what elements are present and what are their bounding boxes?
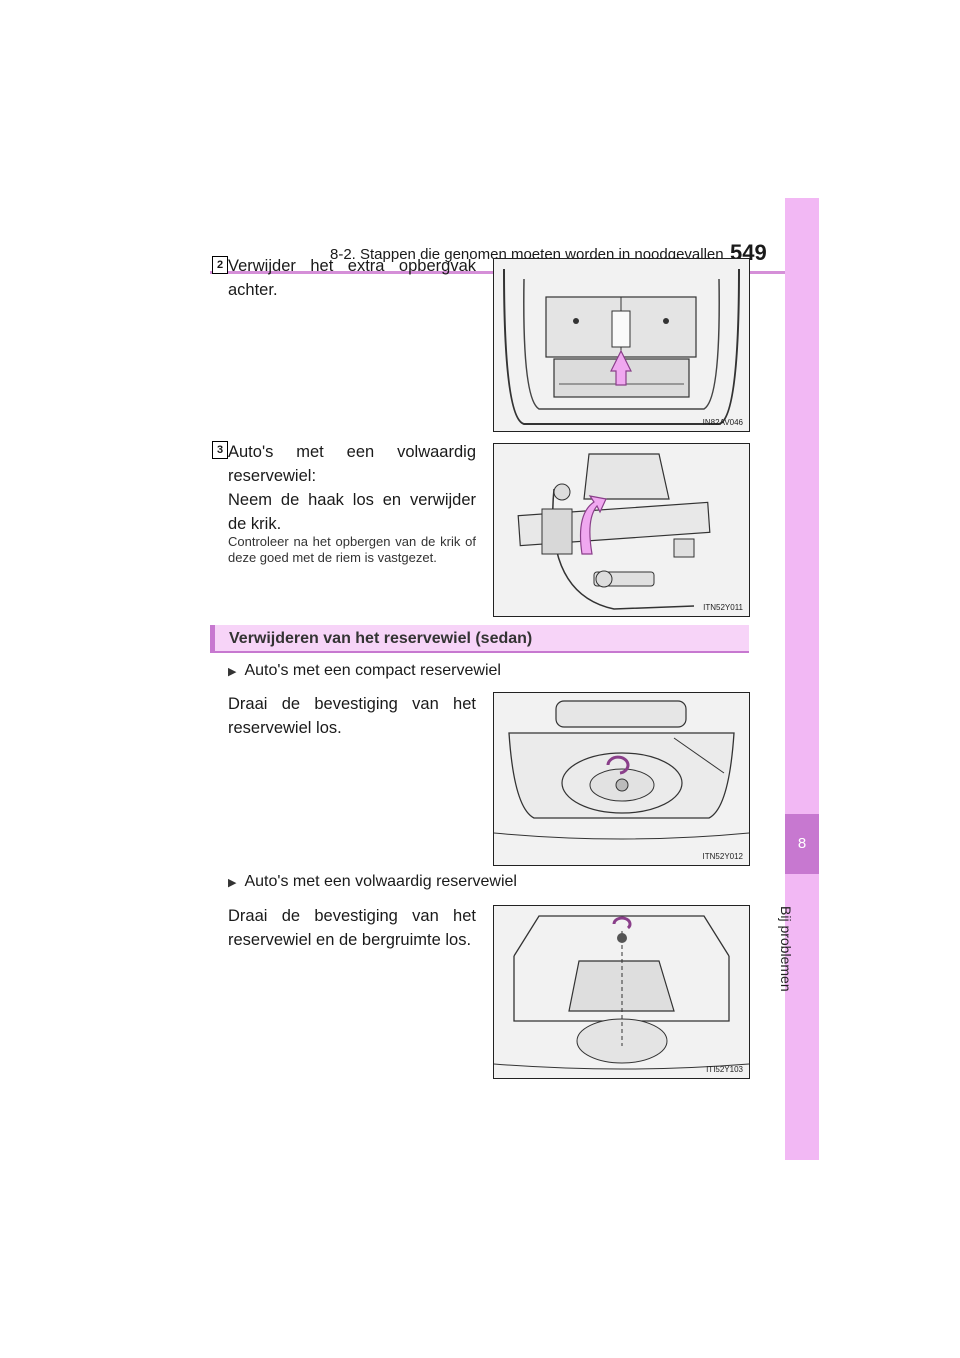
step-number-2: 2 — [212, 256, 228, 274]
illustration-jack: ITN52Y011 — [493, 443, 750, 617]
bullet-full-spare: ▶ Auto's met een volwaardig reservewiel — [228, 873, 517, 891]
bullet-triangle-icon: ▶ — [228, 666, 237, 678]
section-title: Verwijderen van het reservewiel (sedan) — [229, 630, 533, 647]
chapter-number: 8 — [785, 814, 819, 874]
image-code: ITI52Y103 — [706, 1065, 743, 1074]
illustration-cargo-area: IN82AV046 — [493, 258, 750, 432]
illustration-compact-spare: ITN52Y012 — [493, 692, 750, 866]
step-number-3: 3 — [212, 441, 228, 459]
rotate-arrow-icon — [612, 916, 632, 930]
bullet-text: Auto's met een volwaardig reservewiel — [244, 873, 517, 890]
curved-arrow-icon — [579, 495, 607, 555]
rotate-arrow-icon — [606, 755, 630, 775]
section-header: Verwijderen van het reservewiel (sedan) — [210, 625, 749, 653]
image-code: IN82AV046 — [702, 418, 743, 427]
full-spare-text: Draai de bevestiging van het reservewiel… — [228, 907, 476, 949]
bullet-triangle-icon: ▶ — [228, 877, 237, 889]
image-code: ITN52Y012 — [702, 852, 743, 861]
step-3-text-2: Neem de haak los en verwijder de krik. — [228, 491, 476, 533]
illustration-full-spare: ITI52Y103 — [493, 905, 750, 1079]
chapter-label: Bij problemen — [778, 906, 794, 992]
bullet-text: Auto's met een compact reservewiel — [244, 662, 501, 679]
bullet-compact-spare: ▶ Auto's met een compact reservewiel — [228, 662, 501, 680]
compact-spare-text: Draai de bevestiging van het reservewiel… — [228, 695, 476, 737]
up-arrow-icon — [610, 349, 632, 386]
image-code: ITN52Y011 — [703, 603, 743, 612]
step-2-text: Verwijder het extra opbergvak achter. — [228, 257, 476, 299]
chapter-side-tab — [785, 198, 819, 1160]
step-3-text-1: Auto's met een volwaardig reservewiel: — [228, 443, 476, 485]
step-3-note: Controleer na het opbergen van de krik o… — [228, 534, 476, 565]
